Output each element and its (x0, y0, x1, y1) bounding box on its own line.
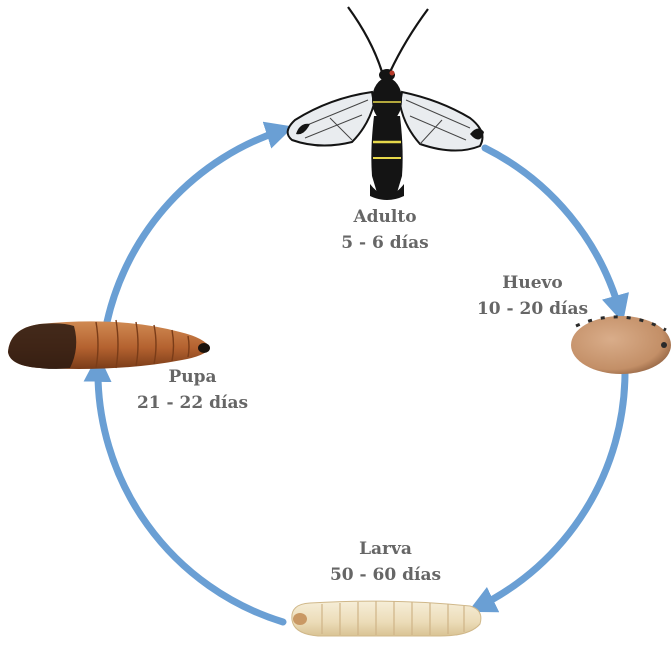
egg-stage-name: Huevo (460, 270, 605, 296)
egg-illustration (571, 316, 671, 374)
larva-illustration (292, 601, 481, 636)
arrow-egg-to-larva (478, 372, 625, 607)
stage-label-adult: Adulto 5 - 6 días (325, 204, 445, 256)
arrow-pupa-to-adult (107, 130, 283, 322)
adult-stage-duration: 5 - 6 días (325, 230, 445, 256)
stage-label-pupa: Pupa 21 - 22 días (120, 364, 265, 416)
pupa-illustration (8, 320, 210, 369)
pupa-stage-duration: 21 - 22 días (120, 390, 265, 416)
pupa-stage-name: Pupa (120, 364, 265, 390)
stage-label-egg: Huevo 10 - 20 días (460, 270, 605, 322)
larva-stage-duration: 50 - 60 días (313, 562, 458, 588)
larva-stage-name: Larva (313, 536, 458, 562)
egg-stage-duration: 10 - 20 días (460, 296, 605, 322)
moth-illustration (288, 7, 484, 200)
stage-label-larva: Larva 50 - 60 días (313, 536, 458, 588)
adult-stage-name: Adulto (325, 204, 445, 230)
